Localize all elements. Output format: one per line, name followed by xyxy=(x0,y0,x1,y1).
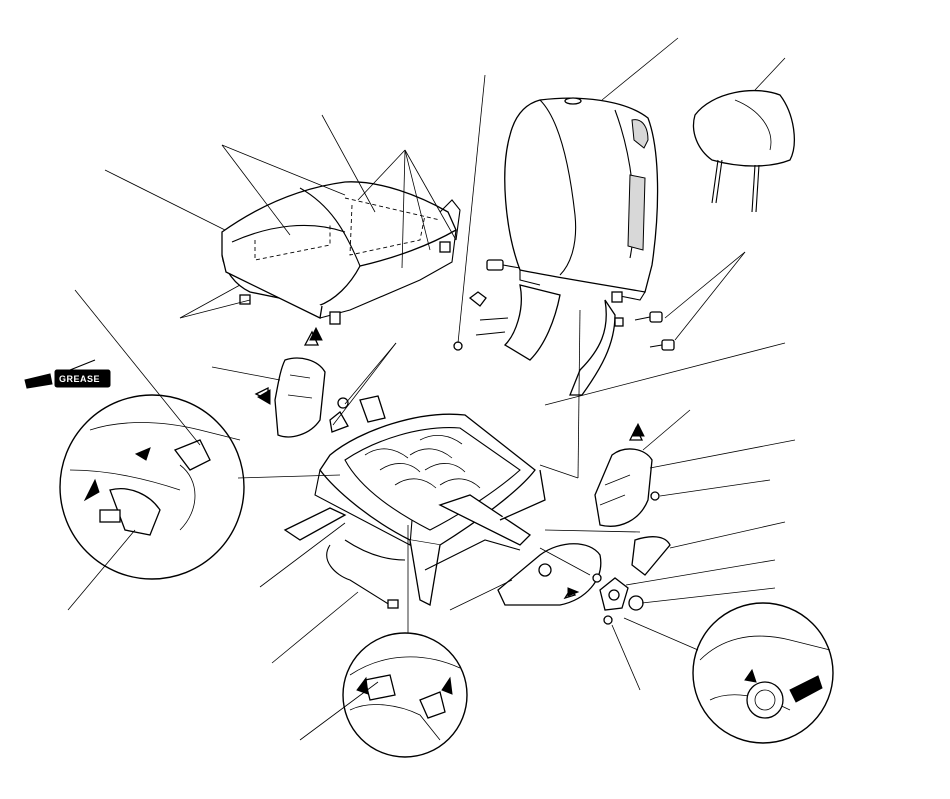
detail-circle-bottom xyxy=(342,632,468,758)
direction-arrows xyxy=(257,326,645,597)
bolts xyxy=(337,259,675,501)
seat-frame xyxy=(283,413,546,606)
grease-tube: GREASE xyxy=(24,359,111,389)
grease-tube-label: GREASE xyxy=(59,374,100,384)
seat-cushion xyxy=(221,181,461,325)
recliner-cover xyxy=(497,426,671,625)
leader-lines xyxy=(67,37,796,741)
headrest xyxy=(692,89,795,213)
detail-circle-left xyxy=(59,394,245,580)
inner-cover xyxy=(254,330,386,438)
seat-back xyxy=(468,97,659,396)
detail-circle-right xyxy=(692,602,834,744)
cable xyxy=(326,539,406,609)
